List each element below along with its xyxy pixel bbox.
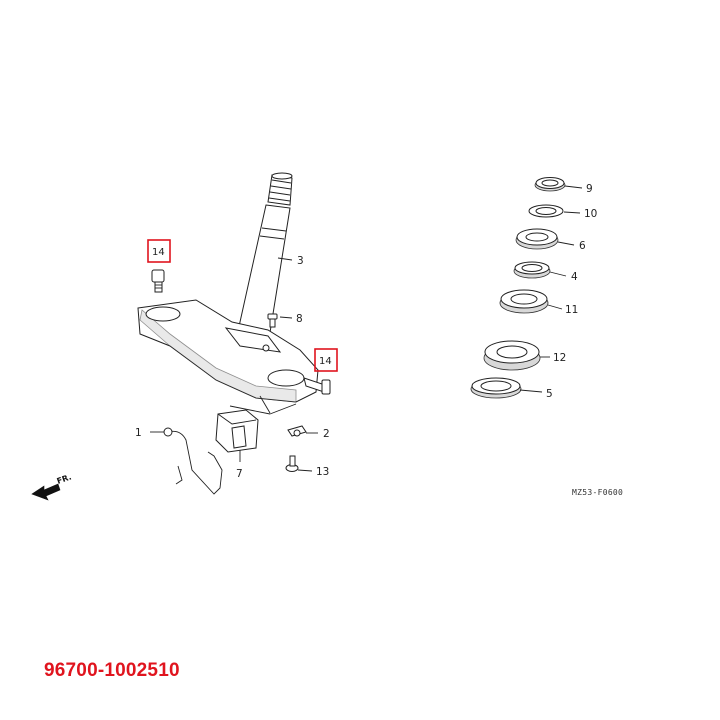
callout-5: 5 [546, 388, 553, 400]
callout-3: 3 [297, 255, 304, 267]
front-direction-label: FR. [56, 472, 73, 486]
callout-14-right: 14 [319, 356, 332, 367]
front-arrow-icon [31, 483, 61, 501]
assembly-boundary-lines [229, 395, 297, 415]
clip-2-part [287, 425, 307, 437]
bolt-14-left [151, 269, 165, 293]
callout-4: 4 [571, 271, 578, 283]
drawing-code: MZ53-F0600 [572, 488, 623, 497]
highlighted-callout-14-left: 14 [147, 239, 171, 263]
callout-1: 1 [135, 427, 142, 439]
callout-10: 10 [584, 208, 597, 220]
callout-6: 6 [579, 240, 586, 252]
callout-7: 7 [236, 468, 243, 480]
front-direction-indicator: FR. [31, 472, 73, 501]
callout-9: 9 [586, 183, 593, 195]
bottom-bridge-part [137, 299, 319, 403]
leader-lines [150, 185, 583, 472]
bolt-13-part [285, 455, 299, 472]
callout-11: 11 [565, 304, 578, 316]
callout-13: 13 [316, 466, 329, 478]
clamp-7-part [215, 409, 259, 453]
highlighted-callout-14-right: 14 [314, 348, 338, 372]
screw-8-part [267, 313, 278, 328]
bearing-stack-parts [470, 177, 566, 399]
part-number-label: 96700-1002510 [44, 660, 180, 681]
wire-guide-1-part [163, 427, 223, 495]
callout-12: 12 [553, 352, 566, 364]
callout-labels: 1 2 3 4 5 6 7 8 9 10 11 12 13 [135, 183, 597, 480]
bolt-14-right [303, 377, 331, 395]
callout-14-left: 14 [152, 247, 165, 258]
callout-2: 2 [323, 428, 330, 440]
callout-8: 8 [296, 313, 303, 325]
